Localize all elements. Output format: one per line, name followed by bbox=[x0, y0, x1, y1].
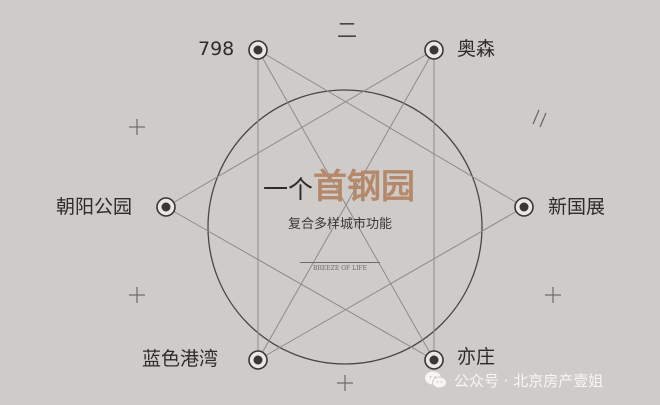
node-chaoyang-marker bbox=[156, 197, 176, 217]
node-aosen-marker bbox=[424, 40, 444, 60]
node-lanse-marker bbox=[248, 350, 268, 370]
node-new-expo-label: 新国展 bbox=[548, 196, 606, 218]
node-new-expo-marker bbox=[514, 197, 534, 217]
node-yizhuang-marker bbox=[424, 350, 444, 370]
node-798-marker bbox=[248, 40, 268, 60]
line-798-new-expo bbox=[257, 49, 525, 208]
plus-mark-bottom bbox=[337, 375, 353, 391]
slash-mark-right bbox=[532, 109, 547, 128]
line-aosen-chaoyang bbox=[165, 49, 435, 208]
center-subtitle: 复合多样城市功能 bbox=[287, 217, 392, 232]
plus-mark-right-bottom bbox=[545, 287, 561, 303]
line-new-expo-lanse bbox=[257, 206, 525, 361]
line-chaoyang-yizhuang bbox=[165, 206, 435, 361]
breeze-of-life-logo: BREEZE OF LIFE bbox=[300, 262, 380, 272]
wechat-watermark: 公众号 · 北京房产壹姐 bbox=[424, 368, 603, 392]
node-lanse-label: 蓝色港湾 bbox=[142, 348, 219, 370]
plus-mark-left-top bbox=[129, 119, 145, 135]
center-heading-prefix: 一个 bbox=[262, 175, 313, 204]
line-aosen-lanse bbox=[257, 49, 435, 361]
node-798-label: 798 bbox=[198, 38, 235, 60]
center-heading: 一个首钢园 bbox=[234, 170, 444, 204]
node-chaoyang-label: 朝阳公园 bbox=[56, 196, 133, 218]
node-aosen-label: 奥森 bbox=[457, 38, 496, 60]
center-circle bbox=[207, 89, 483, 365]
wechat-icon bbox=[425, 371, 447, 389]
mark-two-glyph: 二 bbox=[337, 18, 357, 42]
plus-mark-left-bottom bbox=[129, 287, 145, 303]
node-yizhuang-label: 亦庄 bbox=[457, 346, 496, 368]
center-heading-highlight: 首钢园 bbox=[313, 167, 415, 207]
watermark-text: 公众号 · 北京房产壹姐 bbox=[454, 371, 604, 390]
